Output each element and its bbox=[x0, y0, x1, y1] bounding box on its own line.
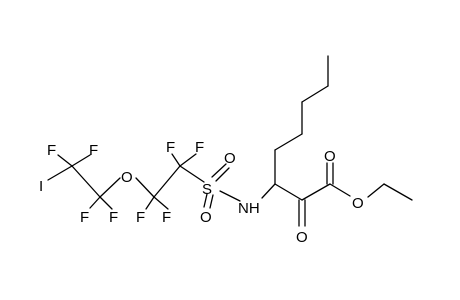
bond-o-ethyl-ch2 bbox=[367, 183, 385, 198]
bond-c4-f8 bbox=[179, 153, 197, 167]
bond-c7-o-ester bbox=[329, 183, 351, 197]
atom-f4: F bbox=[109, 209, 118, 226]
bond-c3-f5 bbox=[145, 196, 155, 210]
atom-o-sulfonyl-bottom: O bbox=[200, 209, 212, 226]
atom-s: S bbox=[202, 181, 212, 198]
bond-c2-f3 bbox=[89, 196, 101, 209]
bonds bbox=[47, 55, 413, 227]
bond-c4-s bbox=[179, 165, 205, 183]
atom-i: I bbox=[39, 178, 43, 195]
bond-c2-f4 bbox=[99, 196, 113, 210]
bond-c3-f6 bbox=[153, 196, 169, 210]
bond-c1-f2 bbox=[71, 154, 91, 167]
bond-s-o1-a bbox=[211, 163, 227, 178]
atom-labels: I F F F F O F F F F S O O NH O O O bbox=[39, 139, 364, 246]
bond-ch3-ch4 bbox=[301, 85, 329, 103]
atom-f6: F bbox=[162, 209, 171, 226]
atom-f1: F bbox=[47, 142, 56, 159]
atom-o-ester: O bbox=[352, 195, 364, 212]
atom-f7: F bbox=[166, 139, 175, 156]
atom-nh: NH bbox=[238, 200, 260, 217]
bond-i-c1 bbox=[47, 165, 73, 181]
bond-c4-f7 bbox=[171, 153, 181, 167]
bond-n-c5 bbox=[261, 183, 276, 199]
bond-c6-c7 bbox=[301, 183, 331, 201]
bond-c1-f1 bbox=[57, 154, 73, 167]
atom-f8: F bbox=[195, 139, 204, 156]
atom-f2: F bbox=[89, 142, 98, 159]
atom-o-ketone: O bbox=[296, 229, 308, 246]
bond-c1-c2 bbox=[71, 165, 101, 198]
atom-o-ether: O bbox=[121, 169, 133, 186]
atom-f3: F bbox=[80, 209, 89, 226]
bond-s-o2-b bbox=[209, 194, 214, 209]
atom-f5: F bbox=[136, 209, 145, 226]
bond-ethyl-ch2-ch3 bbox=[383, 183, 413, 201]
bond-ch1-ch2 bbox=[274, 133, 303, 151]
bond-s-o1-b bbox=[215, 167, 230, 182]
atom-o-sulfonyl-top: O bbox=[224, 150, 236, 167]
bond-c2-o bbox=[99, 177, 121, 198]
bond-c3-c4 bbox=[153, 165, 181, 198]
bond-s-o2-a bbox=[203, 193, 208, 208]
bond-o-c3 bbox=[135, 177, 155, 198]
bond-s-n bbox=[219, 190, 241, 202]
bond-c5-c6 bbox=[274, 183, 303, 201]
atom-o-ester-carbonyl: O bbox=[324, 148, 336, 165]
